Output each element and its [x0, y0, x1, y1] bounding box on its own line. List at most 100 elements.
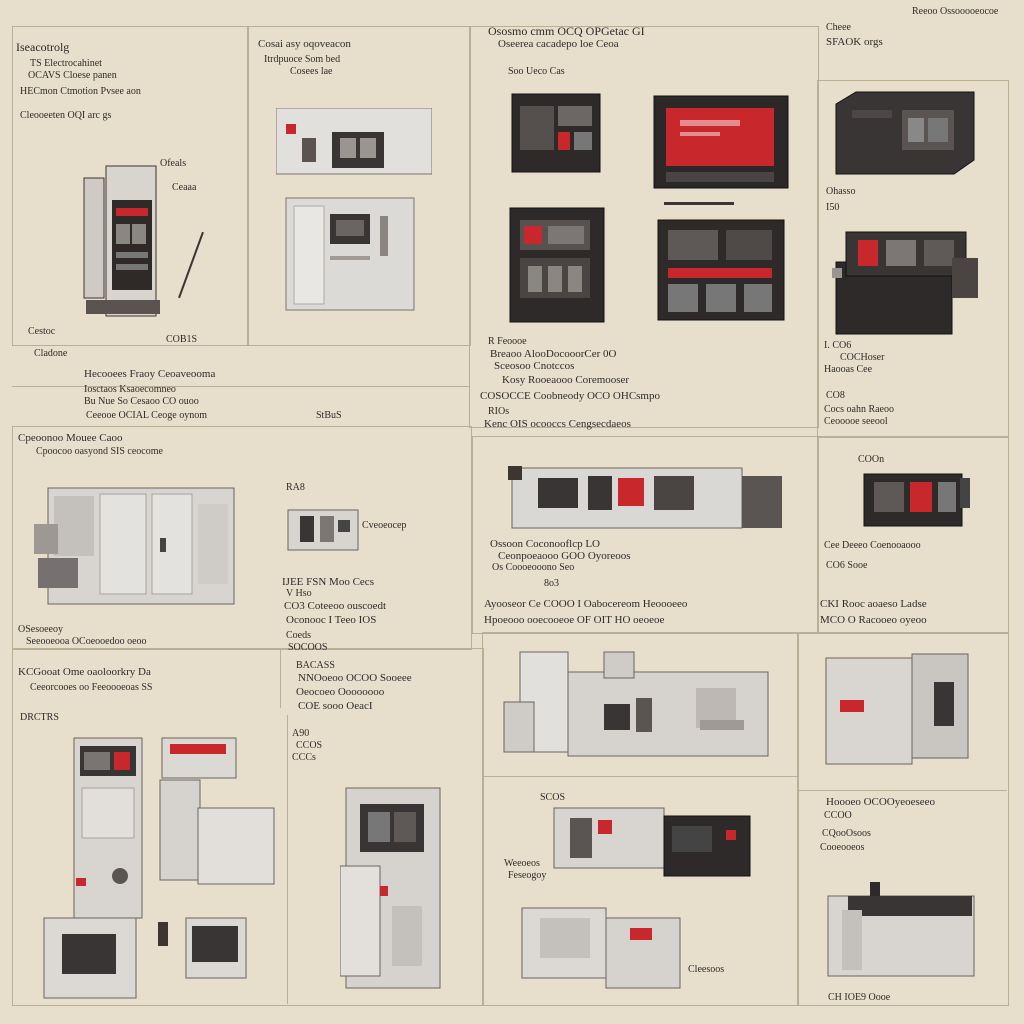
dark-chassis: [832, 90, 978, 178]
tall-control-panel: [42, 728, 150, 1000]
section-label: RA8: [286, 482, 305, 493]
section-label: CCOS: [296, 740, 323, 751]
row-label: Cladone: [34, 348, 68, 359]
callout-label: Ofeals: [160, 158, 187, 169]
row-label: Sceosoo Cnotccos: [494, 360, 575, 372]
small-dark-unit: [862, 466, 972, 528]
section-label: MCO O Racooeo oyeoo: [820, 614, 927, 626]
row-label: Ceeooe OCIAL Ceoge oynom: [86, 410, 207, 421]
cable: [664, 202, 734, 205]
row-label: StBuS: [316, 410, 342, 421]
section-label: Cleesoos: [688, 964, 725, 975]
header-label: Cheee: [826, 22, 851, 33]
section-label: CO3 Coteeoo ouscoedt: [284, 600, 387, 612]
section-label: CKI Rooc aoaeso Ladse: [820, 598, 927, 610]
row-label: Cocs oahn Raeoo: [824, 404, 894, 415]
row-label: Ceooooe seeool: [824, 416, 888, 427]
section-label: Cooeooeos: [820, 842, 865, 853]
section-label: Cee Deeeo Coenooaooo: [824, 540, 921, 551]
panel-mid-left: [12, 426, 472, 650]
row-label: COCHoser: [840, 352, 885, 363]
row-label: Breaoo AlooDocooorCer 0O: [490, 348, 617, 360]
dark-machine: [832, 228, 982, 338]
row-label: I. CO6: [824, 340, 852, 351]
long-chassis: [508, 458, 786, 536]
panel-top-right: [469, 26, 819, 428]
row-label: RIOs: [488, 406, 510, 417]
section-label: COOn: [858, 454, 885, 465]
section-label: V Hso: [286, 588, 312, 599]
section-label: NNOoeoo OCOO Sooeee: [298, 672, 412, 684]
header-label: Reeoo Ossooooeocoe: [912, 6, 999, 17]
section-label: OSesoeeoy: [18, 624, 63, 635]
dark-rack: [656, 214, 786, 324]
dark-module-1: [510, 92, 602, 174]
section-label: IJEE FSN Moo Cecs: [282, 576, 374, 588]
panel-mid-center: [472, 436, 819, 634]
side-case: [826, 880, 978, 980]
panel-top-left: [12, 26, 249, 346]
row-label: COSOCCE Coobneody OCO OHCsmpo: [480, 390, 660, 402]
section-label: Hpoeooo ooecooeoe OF OIT HO oeoeoe: [484, 614, 665, 626]
section-label: BACASS: [296, 660, 335, 671]
section-label: CH IOE9 Oooe: [828, 992, 891, 1003]
tall-rack: [76, 160, 166, 325]
header-label: Cosai asy oqoveacon: [258, 38, 351, 50]
section-label: CQooOsoos: [822, 828, 871, 839]
section-label: CCCs: [292, 752, 316, 763]
rule: [287, 715, 288, 1004]
panel-bottom-right: [797, 632, 1009, 1006]
callout-label: Ceaaa: [172, 182, 197, 193]
panel-mid-right: [817, 436, 1009, 634]
section-label: Oconooc I Teeo IOS: [286, 614, 377, 626]
header-label: HECmon Ctmotion Pvsee aon: [20, 86, 141, 97]
section-label: CCOO: [824, 810, 852, 821]
small-panels: [158, 736, 278, 986]
header-label: Oseerea cacadepo loe Ceoa: [498, 38, 619, 50]
row-label: Iosctaos Ksaoecomneo: [84, 384, 176, 395]
section-label: Feseogoy: [508, 870, 547, 881]
row-label: Haooas Cee: [824, 364, 873, 375]
section-label: Cpoocoo oasyond SIS ceocome: [36, 446, 163, 457]
header-label: OCAVS Cloese panen: [28, 70, 117, 81]
rule: [12, 386, 470, 387]
section-label: DRCTRS: [20, 712, 59, 723]
section-label: SCOS: [540, 792, 566, 803]
wall-panel: [275, 107, 433, 178]
section-label: Hoooeo OCOOyeoeseeo: [826, 796, 936, 808]
row-label: Kosy Rooeaooo Coremooser: [502, 374, 630, 386]
panel-bottom-center: [482, 632, 799, 1006]
section-label: COE sooo OeacI: [298, 700, 373, 712]
row-label: Kenc OIS ocooccs Cengsecdaeos: [484, 418, 631, 430]
assembly-dark-box: [550, 800, 754, 882]
panel-top-far-right: [817, 80, 1009, 438]
section-label: Ayooseor Ce COOO I Oabocereom Heoooeeo: [484, 598, 688, 610]
section-label: Cpeoonoo Mouee Caoo: [18, 432, 123, 444]
section-label: Ossoon Coconooflcp LO: [490, 538, 600, 550]
callout-label: Cestoc: [28, 326, 56, 337]
header-label: Itrdpuoce Som bed: [264, 54, 341, 65]
section-label: Os Coooeooono Seo: [492, 562, 575, 573]
rule: [797, 790, 1007, 791]
header-label: Cosees lae: [290, 66, 333, 77]
section-label: Coeds: [286, 630, 311, 641]
panel-bottom-left: [12, 648, 484, 1006]
section-label: Cveoeocep: [362, 520, 407, 531]
header-label: Ososmo cmm OCQ OPGetac GI: [488, 24, 645, 38]
dark-module-2: [508, 206, 606, 324]
section-label: Oeocoeo Oooooooo: [296, 686, 385, 698]
section-label: 8o3: [544, 578, 559, 589]
row-label: R Feoooe: [488, 336, 527, 347]
section-label: A90: [292, 728, 310, 739]
panel-top-center: [247, 26, 471, 346]
bench-unit: [520, 902, 684, 992]
dark-monitor: [652, 94, 790, 194]
header-label: Cleooeeten OQI arc gs: [20, 110, 112, 121]
header-label: Iseacotrolg: [16, 40, 70, 54]
section-label: CO6 Sooe: [826, 560, 868, 571]
section-label: Ceonpoeaooo GOO Oyoreoos: [498, 550, 631, 562]
note-label: I50: [826, 202, 840, 213]
row-label: CO8: [826, 390, 845, 401]
callout-label: COB1S: [166, 334, 198, 345]
